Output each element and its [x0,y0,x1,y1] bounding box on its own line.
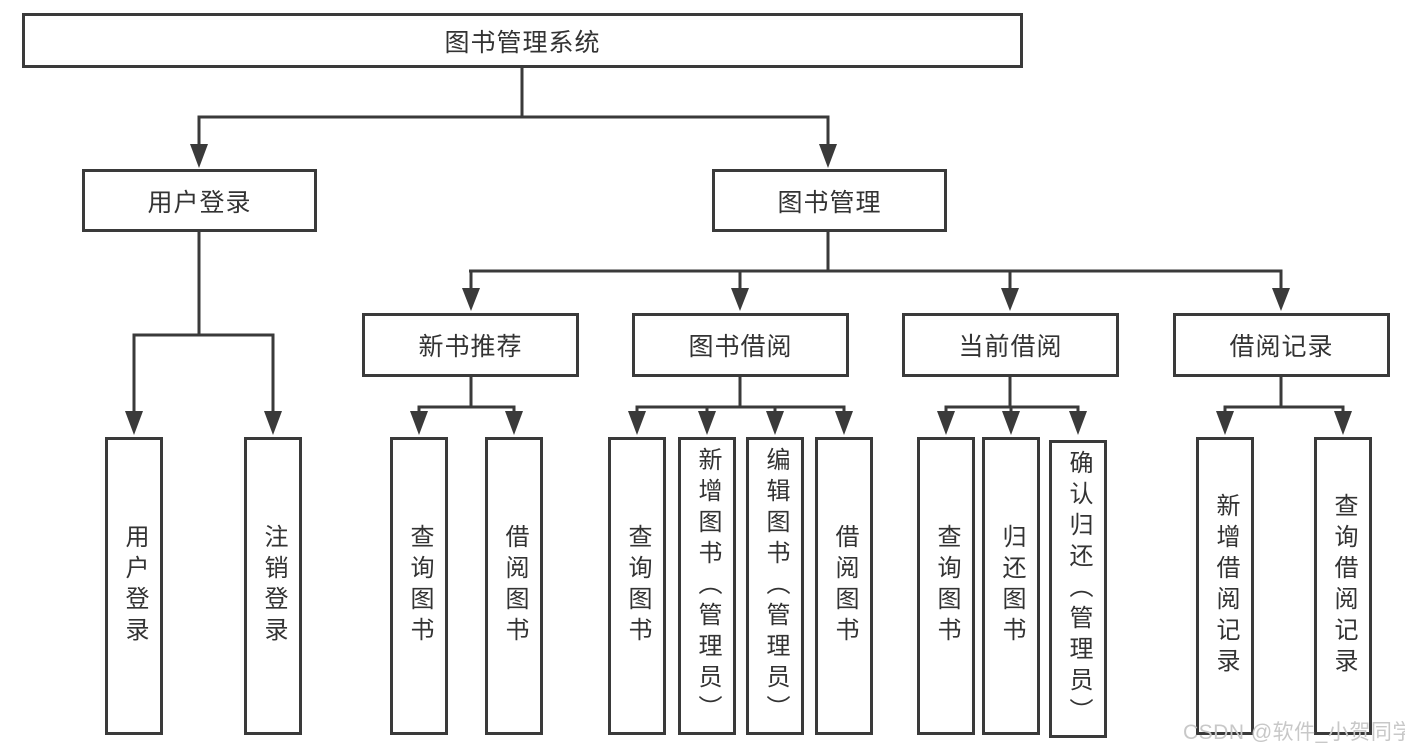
leaf-edit-books-admin: 编辑图书（管理员） [746,437,804,735]
leaf-confirm-return-admin: 确认归还（管理员） [1049,440,1107,738]
connector-current-to-leaves [944,377,1080,414]
connector-userlogin-to-leaves [132,232,275,412]
arrowhead [698,411,716,435]
leaf-add-books-admin: 新增图书（管理员） [678,437,736,735]
leaf-borrow-books-1-label: 借阅图书 [501,524,528,648]
leaf-query-books-1: 查询图书 [390,437,448,735]
leaf-user-login-label: 用户登录 [121,524,148,648]
arrowhead [1069,411,1087,435]
node-current-borrow: 当前借阅 [902,313,1119,377]
leaf-add-borrow-record-label: 新增借阅记录 [1212,493,1239,679]
node-new-book-recommend: 新书推荐 [362,313,579,377]
node-book-borrow-label: 图书借阅 [688,333,793,361]
leaf-logout: 注销登录 [244,437,302,735]
node-root-label: 图书管理系统 [444,28,601,57]
arrowhead [1001,288,1019,311]
leaf-borrow-books-2-label: 借阅图书 [831,524,858,648]
csdn-watermark: CSDN @软件_小贺同学 [1183,721,1405,744]
arrowhead [125,411,143,435]
node-root: 图书管理系统 [22,13,1023,68]
connector-root-to-level2 [197,68,830,146]
node-user-login: 用户登录 [82,169,317,232]
leaf-add-borrow-record: 新增借阅记录 [1196,437,1254,735]
leaf-borrow-books-2: 借阅图书 [815,437,873,735]
leaf-return-books-label: 归还图书 [998,524,1025,648]
leaf-query-books-3-label: 查询图书 [933,524,960,648]
leaf-logout-label: 注销登录 [260,524,287,648]
leaf-edit-books-admin-label: 编辑图书（管理员） [762,446,789,726]
connector-records-to-leaves [1223,377,1345,414]
arrowhead [1272,288,1290,311]
leaf-query-borrow-record-label: 查询借阅记录 [1330,493,1357,679]
arrowhead [819,144,837,168]
node-user-login-label: 用户登录 [147,188,252,217]
node-current-borrow-label: 当前借阅 [958,333,1063,361]
leaf-add-books-admin-label: 新增图书（管理员） [694,446,721,726]
arrowhead [264,411,282,435]
leaf-confirm-return-admin-label: 确认归还（管理员） [1065,449,1092,729]
arrowhead [410,411,428,435]
arrowhead [505,411,523,435]
arrowhead [1216,411,1234,435]
arrowhead [190,144,208,168]
arrowhead [937,411,955,435]
node-book-management-label: 图书管理 [777,188,882,217]
leaf-query-books-1-label: 查询图书 [406,524,433,648]
leaf-query-books-3: 查询图书 [917,437,975,735]
node-borrow-records: 借阅记录 [1173,313,1390,377]
arrowhead [1002,411,1020,435]
leaf-query-borrow-record: 查询借阅记录 [1314,437,1372,735]
arrowhead [766,411,784,435]
arrowhead [628,411,646,435]
leaf-query-books-2-label: 查询图书 [624,524,651,648]
node-new-book-recommend-label: 新书推荐 [418,333,523,361]
arrowhead [1334,411,1352,435]
leaf-borrow-books-1: 借阅图书 [485,437,543,735]
node-borrow-records-label: 借阅记录 [1229,333,1334,361]
connector-newbooks-to-leaves [417,377,516,414]
node-book-management: 图书管理 [712,169,947,232]
leaf-user-login: 用户登录 [105,437,163,735]
connector-borrow-to-leaves [635,376,846,414]
arrowhead [462,288,480,311]
leaf-return-books: 归还图书 [982,437,1040,735]
connector-bookmgmt-to-level3 [469,232,1283,290]
arrowhead [731,288,749,311]
node-book-borrow: 图书借阅 [632,313,849,377]
arrowhead [835,411,853,435]
leaf-query-books-2: 查询图书 [608,437,666,735]
